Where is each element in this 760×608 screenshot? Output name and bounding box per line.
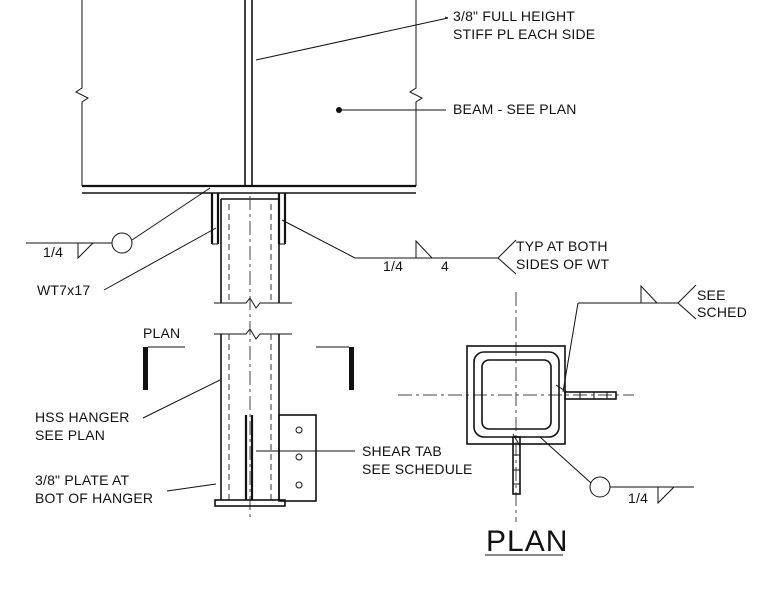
stiffener-plate-label-line2: STIFF PL EACH SIDE	[453, 26, 595, 42]
see-sched-label-line2: SCHED	[697, 304, 747, 320]
wt-label: WT7x17	[37, 282, 90, 298]
plan-view	[398, 292, 634, 522]
typ-both-sides-label-line1: TYP AT BOTH	[516, 238, 608, 254]
beam-label: BEAM - SEE PLAN	[453, 101, 577, 117]
beam-elevation	[75, 0, 423, 194]
hss-hanger-label-line2: SEE PLAN	[35, 427, 105, 443]
weld-length-mid: 4	[441, 258, 449, 274]
wt-and-hss-elevation	[210, 193, 317, 520]
shear-tab-label-line2: SEE SCHEDULE	[362, 461, 473, 477]
weld-size-left: 1/4	[43, 244, 63, 260]
leaders	[103, 16, 449, 492]
section-cut-marks	[143, 346, 354, 390]
plan-cut-label: PLAN	[143, 325, 180, 341]
shear-tab-label-line1: SHEAR TAB	[362, 443, 442, 459]
stiffener-plate-label-line1: 3/8" FULL HEIGHT	[453, 8, 575, 24]
weld-size-mid: 1/4	[383, 258, 403, 274]
hss-hanger-label-line1: HSS HANGER	[35, 409, 130, 425]
bottom-plate-label-line2: BOT OF HANGER	[35, 490, 153, 506]
weld-symbol-left	[26, 187, 211, 260]
typ-both-sides-label-line2: SIDES OF WT	[516, 256, 609, 272]
weld-symbol-plan-top	[562, 284, 697, 393]
plan-title: PLAN	[486, 525, 568, 558]
weld-symbol-plan-bottom	[539, 436, 694, 505]
weld-size-plan: 1/4	[628, 490, 648, 506]
see-sched-label-line1: SEE	[697, 287, 726, 303]
weld-symbol-mid	[281, 219, 517, 275]
bottom-plate-label-line1: 3/8" PLATE AT	[35, 472, 129, 488]
